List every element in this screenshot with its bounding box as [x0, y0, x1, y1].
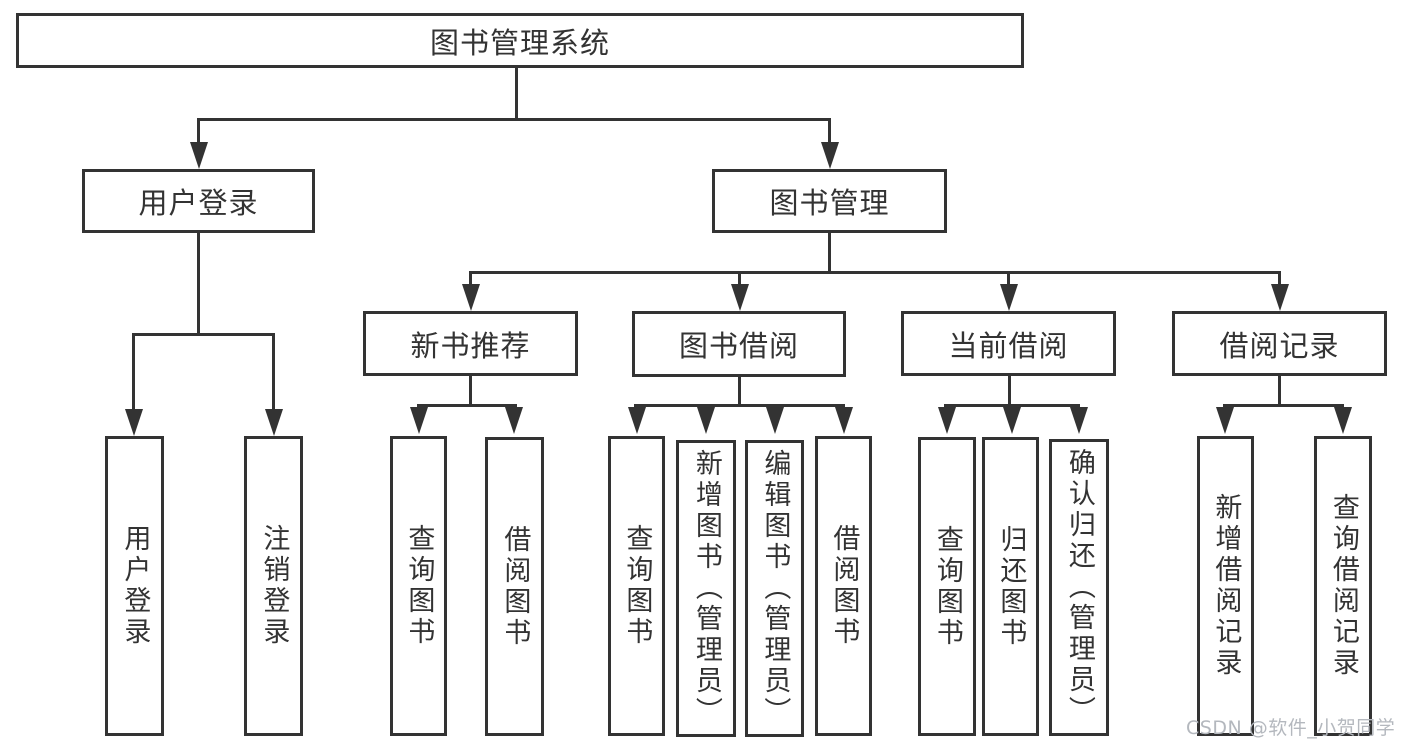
node-bb-edit-books-admin: 编辑图书（管理员） — [745, 440, 804, 737]
node-bb-query-books: 查询图书 — [608, 436, 665, 736]
connector-l2-stem — [828, 230, 831, 274]
connector-a-stem — [197, 230, 200, 335]
connector-c-split — [634, 404, 845, 407]
arrowhead-down — [731, 284, 749, 311]
connector-l2-drop — [1278, 271, 1281, 287]
connector-b-stem — [469, 374, 472, 407]
node-cb-confirm-return-admin: 确认归还（管理员） — [1049, 439, 1109, 736]
connector-a-drop — [272, 333, 275, 411]
arrowhead-down — [938, 407, 956, 434]
node-new-book-recommendation: 新书推荐 — [363, 311, 578, 376]
connector-l2-split — [469, 271, 1281, 274]
watermark: CSDN @软件_小贺同学 — [1186, 717, 1396, 739]
node-cb-return-books: 归还图书 — [982, 437, 1039, 736]
arrowhead-down — [265, 409, 283, 436]
arrowhead-down — [628, 407, 646, 434]
node-nb-query-books: 查询图书 — [390, 436, 447, 736]
connector-l1-drop-right — [828, 118, 831, 145]
node-logout: 注销登录 — [244, 436, 303, 736]
arrowhead-down — [1070, 407, 1088, 434]
arrowhead-down — [1216, 407, 1234, 434]
arrowhead-down — [1334, 407, 1352, 434]
node-book-borrowing: 图书借阅 — [632, 311, 846, 377]
node-current-borrowing: 当前借阅 — [901, 311, 1116, 376]
arrowhead-down — [1271, 284, 1289, 311]
node-br-add-record: 新增借阅记录 — [1197, 436, 1254, 736]
connector-d-stem — [1008, 374, 1011, 407]
node-bb-borrow-books: 借阅图书 — [815, 436, 872, 736]
arrowhead-down — [697, 407, 715, 434]
node-user-login-leaf: 用户登录 — [105, 436, 164, 736]
node-book-management: 图书管理 — [712, 169, 947, 233]
node-cb-query-books: 查询图书 — [918, 437, 976, 736]
connector-l2-drop — [738, 271, 741, 287]
arrowhead-down — [821, 142, 839, 169]
arrowhead-down — [1000, 284, 1018, 311]
arrowhead-down — [410, 407, 428, 434]
connector-c-stem — [738, 374, 741, 407]
arrowhead-down — [462, 284, 480, 311]
arrowhead-down — [190, 142, 208, 169]
node-library-management-system: 图书管理系统 — [16, 13, 1024, 68]
arrowhead-down — [766, 407, 784, 434]
connector-d-split — [944, 404, 1080, 407]
node-user-login: 用户登录 — [82, 169, 315, 233]
arrowhead-down — [505, 407, 523, 434]
arrowhead-down — [835, 407, 853, 434]
node-nb-borrow-books: 借阅图书 — [485, 437, 544, 736]
connector-root-stem — [515, 66, 518, 118]
arrowhead-down — [1003, 407, 1021, 434]
connector-l1-drop-left — [197, 118, 200, 145]
connector-a-split — [132, 333, 275, 336]
connector-l2-drop — [1007, 271, 1010, 287]
connector-a-drop — [132, 333, 135, 411]
connector-l2-drop — [469, 271, 472, 287]
node-br-query-record: 查询借阅记录 — [1314, 436, 1372, 736]
arrowhead-down — [125, 409, 143, 436]
connector-l1-split — [197, 118, 831, 121]
connector-e-stem — [1278, 374, 1281, 407]
connector-e-split — [1223, 404, 1344, 407]
node-bb-add-books-admin: 新增图书（管理员） — [676, 440, 736, 737]
connector-b-split — [417, 404, 517, 407]
node-borrowing-records: 借阅记录 — [1172, 311, 1387, 376]
